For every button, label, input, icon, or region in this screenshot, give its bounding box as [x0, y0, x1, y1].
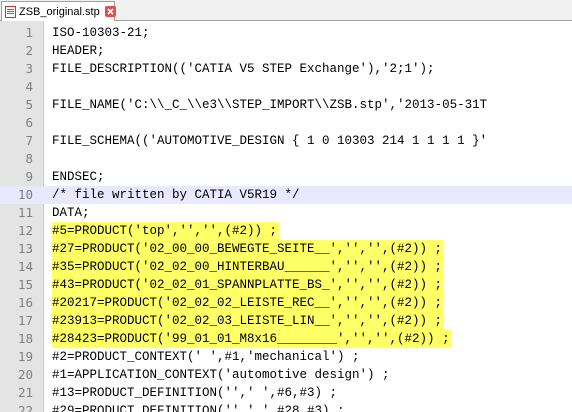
- line-number: 6: [25, 115, 33, 130]
- code-line[interactable]: 2 HEADER;: [0, 42, 572, 60]
- code-line[interactable]: 6: [0, 114, 572, 132]
- code-line[interactable]: 18 #28423=PRODUCT('99_01_01_M8x16________…: [0, 330, 572, 348]
- line-text: #43=PRODUCT('02_02_01_SPANNPLATTE_BS_','…: [52, 276, 445, 294]
- code-line[interactable]: 3 FILE_DESCRIPTION(('CATIA V5 STEP Exchan…: [0, 60, 572, 78]
- line-number: 16: [17, 295, 33, 310]
- code-line[interactable]: 22 #29=PRODUCT_DEFINITION('',' ',#28,#3) …: [0, 402, 572, 412]
- tab-title: ZSB_original.stp: [19, 5, 100, 18]
- file-icon: [5, 5, 16, 18]
- line-text: FILE_SCHEMA(('AUTOMOTIVE_DESIGN { 1 0 10…: [52, 134, 488, 148]
- line-text: [52, 114, 54, 132]
- line-text: /* file written by CATIA V5R19 */: [52, 188, 300, 202]
- line-number: 14: [17, 259, 33, 274]
- line-number: 9: [25, 169, 33, 184]
- tab-zsb-original[interactable]: ZSB_original.stp: [1, 1, 117, 21]
- code-line[interactable]: 16 #20217=PRODUCT('02_02_02_LEISTE_REC__'…: [0, 294, 572, 312]
- line-text: #2=PRODUCT_CONTEXT(' ',#1,'mechanical') …: [52, 350, 360, 364]
- code-line[interactable]: 11 DATA;: [0, 204, 572, 222]
- line-number: 12: [17, 223, 33, 238]
- line-number: 10: [17, 187, 33, 202]
- code-line[interactable]: 21 #13=PRODUCT_DEFINITION('',' ',#6,#3) ;: [0, 384, 572, 402]
- line-number: 22: [17, 403, 33, 412]
- line-number: 21: [17, 385, 33, 400]
- code-line[interactable]: 14 #35=PRODUCT('02_02_00_HINTERBAU______'…: [0, 258, 572, 276]
- line-number: 8: [25, 151, 33, 166]
- line-text: #1=APPLICATION_CONTEXT('automotive desig…: [52, 368, 390, 382]
- code-line[interactable]: 13 #27=PRODUCT('02_00_00_BEWEGTE_SEITE__'…: [0, 240, 572, 258]
- code-line[interactable]: 19 #2=PRODUCT_CONTEXT(' ',#1,'mechanical'…: [0, 348, 572, 366]
- line-text: #23913=PRODUCT('02_02_03_LEISTE_LIN__','…: [52, 312, 445, 330]
- line-number: 7: [25, 133, 33, 148]
- code-line[interactable]: 17 #23913=PRODUCT('02_02_03_LEISTE_LIN__'…: [0, 312, 572, 330]
- code-line[interactable]: 1 ISO-10303-21;: [0, 24, 572, 42]
- line-text: #35=PRODUCT('02_02_00_HINTERBAU______','…: [52, 258, 445, 276]
- line-text: #29=PRODUCT_DEFINITION('',' ',#28,#3) ;: [52, 404, 345, 412]
- line-number-gutter: [0, 21, 44, 412]
- line-text: ISO-10303-21;: [52, 26, 150, 40]
- code-line[interactable]: 10 /* file written by CATIA V5R19 */: [0, 186, 572, 204]
- editor-area[interactable]: 1 ISO-10303-21; 2 HEADER; 3 FILE_DESCRIPTION(…: [0, 21, 572, 412]
- code-line[interactable]: 12 #5=PRODUCT('top','','',(#2)) ;: [0, 222, 572, 240]
- line-number: 18: [17, 331, 33, 346]
- line-text: HEADER;: [52, 44, 105, 58]
- code-line[interactable]: 7 FILE_SCHEMA(('AUTOMOTIVE_DESIGN { 1 0 1…: [0, 132, 572, 150]
- code-line[interactable]: 8: [0, 150, 572, 168]
- close-icon[interactable]: [104, 5, 117, 18]
- code-line[interactable]: 9 ENDSEC;: [0, 168, 572, 186]
- line-text: #13=PRODUCT_DEFINITION('',' ',#6,#3) ;: [52, 386, 338, 400]
- line-number: 19: [17, 349, 33, 364]
- line-text: #28423=PRODUCT('99_01_01_M8x16________',…: [52, 330, 452, 348]
- line-number: 20: [17, 367, 33, 382]
- line-number: 13: [17, 241, 33, 256]
- line-text: #27=PRODUCT('02_00_00_BEWEGTE_SEITE__','…: [52, 240, 445, 258]
- line-text: #20217=PRODUCT('02_02_02_LEISTE_REC__','…: [52, 294, 445, 312]
- code-line[interactable]: 20 #1=APPLICATION_CONTEXT('automotive des…: [0, 366, 572, 384]
- line-number: 1: [25, 25, 33, 40]
- line-text: #5=PRODUCT('top','','',(#2)) ;: [52, 222, 280, 240]
- code-line[interactable]: 5 FILE_NAME('C:\\_C_\\e3\\STEP_IMPORT\\ZS…: [0, 96, 572, 114]
- line-text: DATA;: [52, 206, 90, 220]
- line-text: FILE_NAME('C:\\_C_\\e3\\STEP_IMPORT\\ZSB…: [52, 98, 488, 112]
- line-number: 3: [25, 61, 33, 76]
- line-text: ENDSEC;: [52, 170, 105, 184]
- line-number: 4: [25, 79, 33, 94]
- line-number: 5: [25, 97, 33, 112]
- line-number: 2: [25, 43, 33, 58]
- line-number: 15: [17, 277, 33, 292]
- code-line[interactable]: 15 #43=PRODUCT('02_02_01_SPANNPLATTE_BS_'…: [0, 276, 572, 294]
- line-text: [52, 150, 54, 168]
- line-number: 11: [17, 205, 33, 220]
- line-number: 17: [17, 313, 33, 328]
- code-line[interactable]: 4: [0, 78, 572, 96]
- tab-bar: ZSB_original.stp: [0, 0, 572, 21]
- line-text: [52, 78, 54, 96]
- line-text: FILE_DESCRIPTION(('CATIA V5 STEP Exchang…: [52, 62, 435, 76]
